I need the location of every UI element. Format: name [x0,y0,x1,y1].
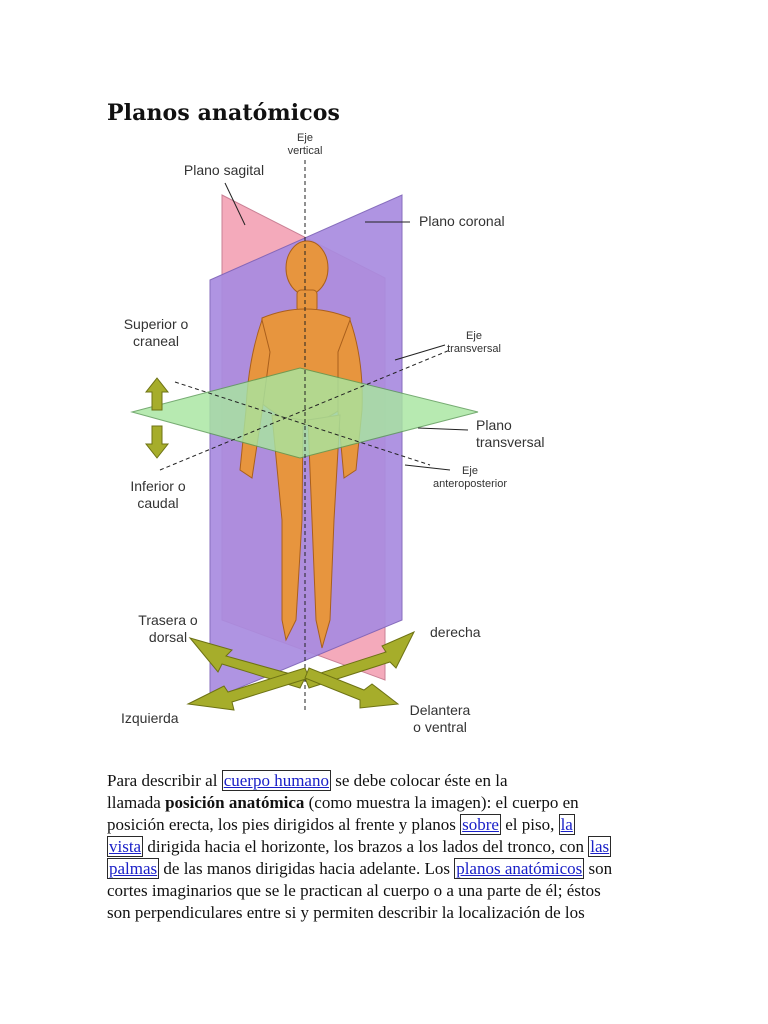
label-eje-vertical: vertical [288,145,323,157]
label-eje-anteroposterior: Eje [462,465,478,477]
label-eje-vertical: Eje [297,132,313,144]
superior-inferior-arrow [144,377,170,459]
label-superior: Superior o [124,316,189,332]
link-las-palmas[interactable]: palmas [107,858,160,879]
paragraph-line: cortes imaginarios que se le practican a… [107,881,601,900]
text: dirigida hacia el horizonte, los brazos … [143,837,589,856]
label-delantera: o ventral [413,719,467,735]
direction-arrows [186,630,416,711]
text: son [584,859,613,878]
text: (como muestra la imagen): el cuerpo en [304,793,579,812]
label-izquierda: Izquierda [121,710,179,726]
text: se debe colocar éste en la [330,771,508,790]
paragraph-line: llamada posición anatómica (como muestra… [107,792,667,814]
label-plano-transversal: transversal [476,434,544,450]
label-eje-transversal: transversal [447,343,501,355]
transverse-axis [159,349,451,471]
label-delantera: Delantera [410,702,471,718]
label-superior: craneal [133,333,179,349]
bold-term: posición anatómica [165,793,305,812]
label-plano-sagital: Plano sagital [184,162,264,178]
label-derecha: derecha [430,624,481,640]
label-trasera: Trasera o [138,612,198,628]
label-plano-coronal: Plano coronal [419,213,505,229]
text: el piso, [500,815,559,834]
label-plano-transversal: Plano [476,417,512,433]
link-la-vista[interactable]: la [558,814,575,835]
text: Para describir al [107,771,222,790]
text: posición erecta, los pies dirigidos al f… [107,815,461,834]
link-las-palmas[interactable]: las [588,836,612,857]
paragraph-line: posición erecta, los pies dirigidos al f… [107,814,667,836]
paragraph-line: son perpendiculares entre si y permiten … [107,903,585,922]
description-paragraph: Para describir al cuerpo humano se debe … [107,770,667,924]
paragraph-line: palmas de las manos dirigidas hacia adel… [107,858,667,880]
text: de las manos dirigidas hacia adelante. L… [159,859,455,878]
paragraph-line: vista dirigida hacia el horizonte, los b… [107,836,667,858]
page-title: Planos anatómicos [107,100,341,126]
label-eje-transversal: Eje [466,330,482,342]
link-planos-anatomicos[interactable]: planos anatómicos [454,858,585,879]
link-la-vista[interactable]: vista [107,836,144,857]
anteroposterior-axis [174,381,431,466]
text: llamada [107,793,166,812]
label-inferior: caudal [137,495,178,511]
anatomical-planes-figure: Eje vertical Plano sagital Plano coronal… [121,132,544,735]
paragraph-line: Para describir al cuerpo humano se debe … [107,770,667,792]
label-inferior: Inferior o [130,478,185,494]
label-eje-anteroposterior: anteroposterior [433,478,507,490]
link-sobre[interactable]: sobre [460,814,501,835]
link-cuerpo-humano[interactable]: cuerpo humano [221,770,331,791]
label-trasera: dorsal [149,629,187,645]
